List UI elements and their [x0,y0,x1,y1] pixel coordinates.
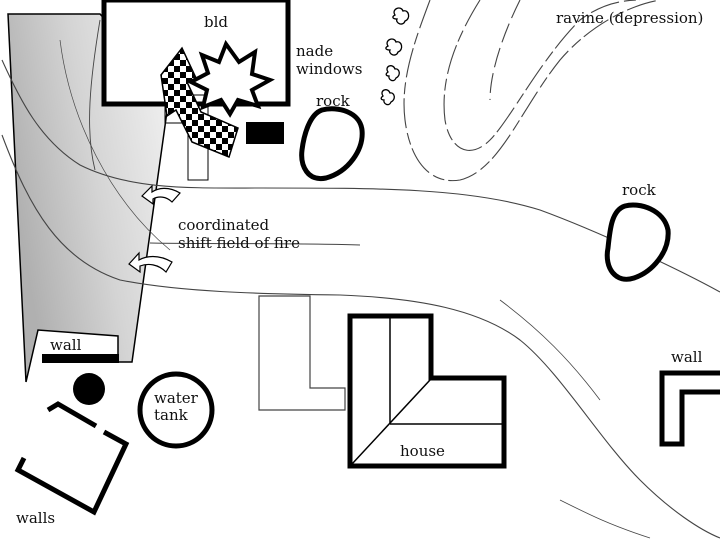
bush-icon [392,7,410,25]
label-nade-windows-1: nade [296,42,333,60]
label-water: water [154,389,199,407]
black-box [246,122,284,144]
label-rock-left: rock [316,92,351,110]
black-dot [73,373,105,405]
label-bld: bld [204,13,228,31]
curved-arrow-icon [141,184,181,206]
wall-left [42,354,119,363]
bushes [380,7,410,106]
building-bld [101,0,291,107]
bush-icon [385,65,400,82]
rock-left [299,106,365,182]
curved-arrow-icon [128,251,173,274]
label-wall-left: wall [50,336,82,354]
bush-icon [385,38,403,56]
fire-shift-arrows [128,184,181,274]
road [1,19,720,539]
ravine [403,0,661,182]
label-coordinated: coordinated [178,216,270,234]
house [347,313,507,469]
label-tank: tank [154,406,189,424]
label-house: house [400,442,445,460]
explosion-icon [186,39,275,118]
label-rock-right: rock [622,181,657,199]
label-shift-field-of-fire: shift field of fire [178,234,300,252]
label-ravine: ravine (depression) [556,9,703,27]
wall-right [659,370,720,447]
label-wall-right: wall [671,348,703,366]
checkered-arrow-icon [160,46,239,159]
walls-bottom-left [14,401,130,516]
water-tank [137,371,215,449]
label-walls: walls [16,509,55,527]
bush-icon [380,89,395,106]
rock-right [604,202,671,282]
label-nade-windows-2: windows [296,60,362,78]
thin-l-structure [258,295,346,411]
